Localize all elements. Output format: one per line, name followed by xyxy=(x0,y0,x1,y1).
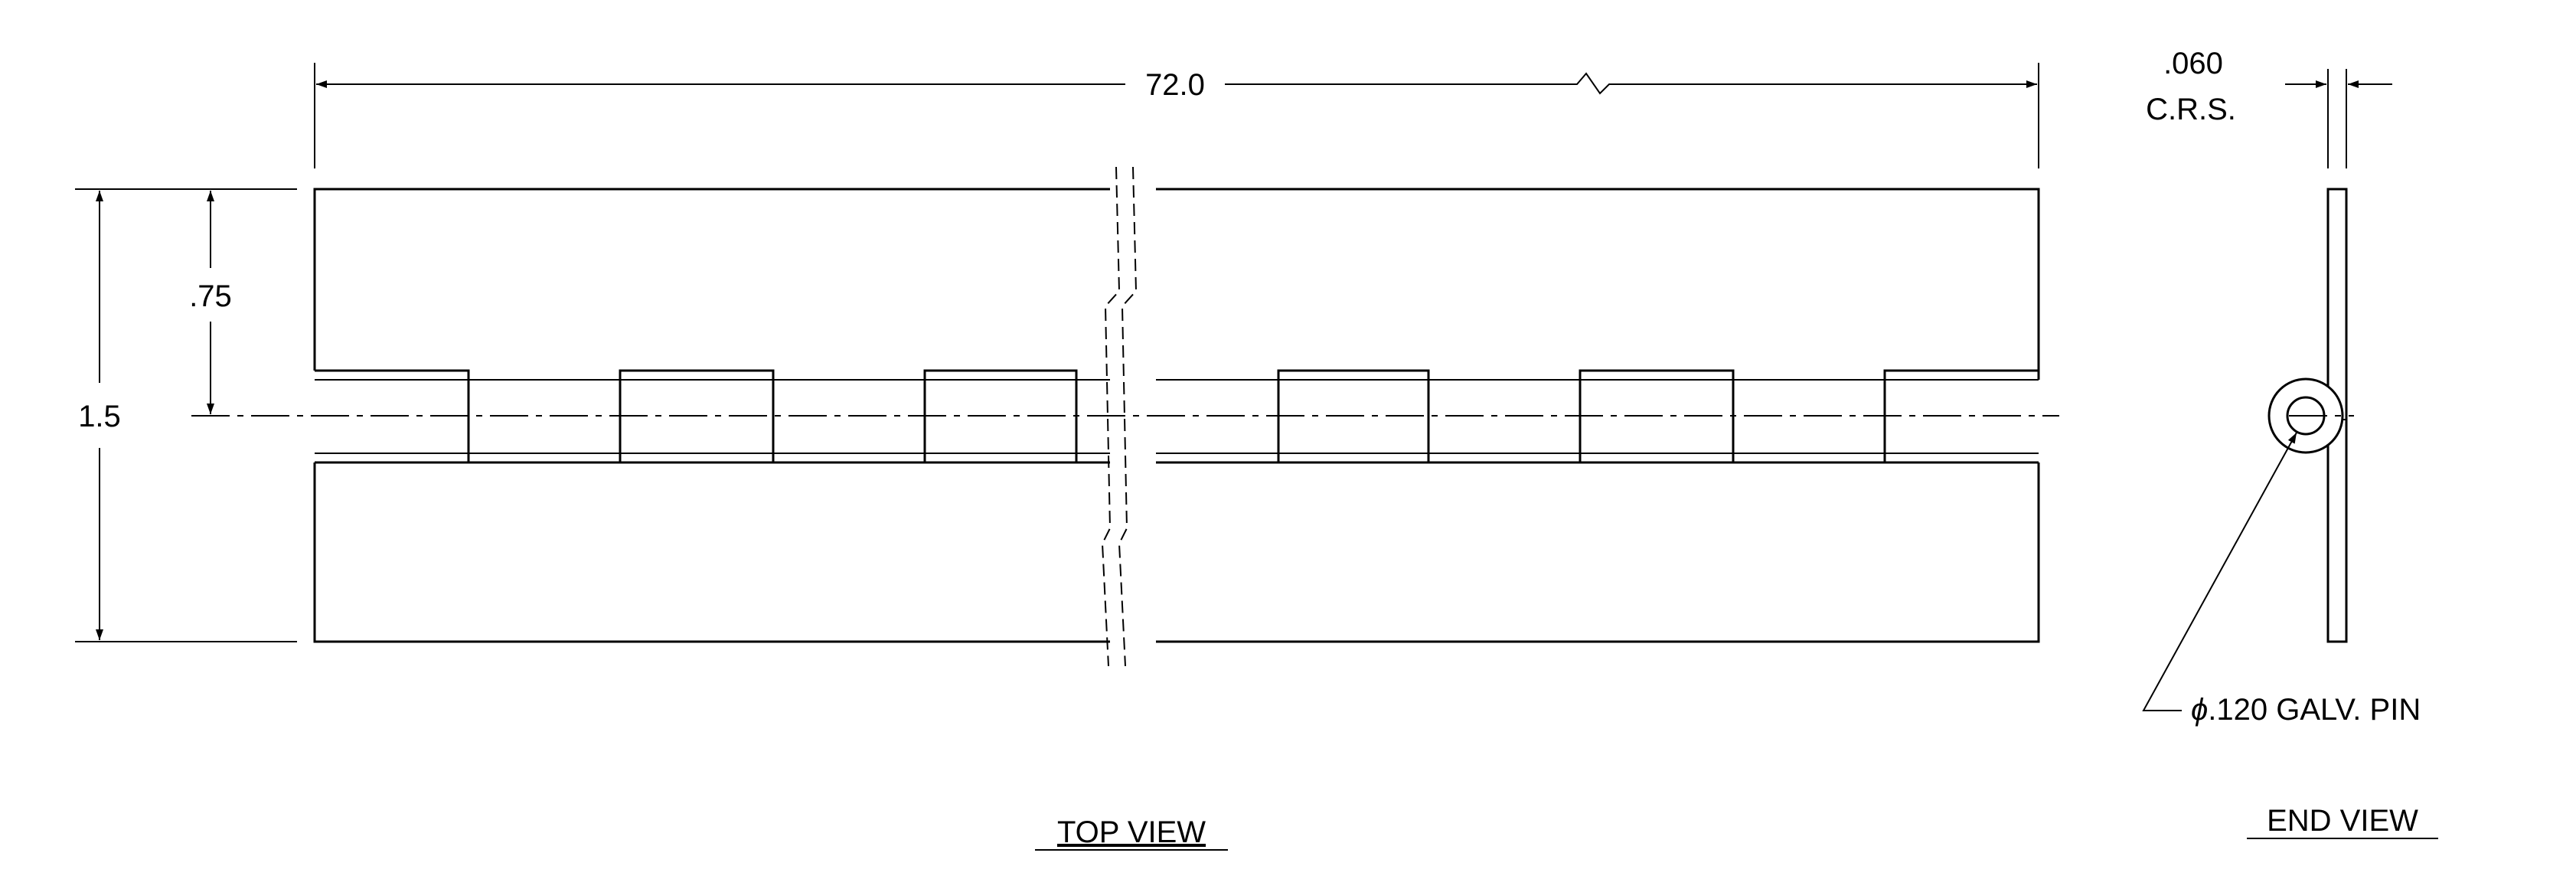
end-view-title: END VIEW xyxy=(2267,804,2418,838)
thickness-material-text: C.R.S. xyxy=(2146,93,2236,126)
thickness-value-text: .060 xyxy=(2163,47,2223,80)
bottom-leaf-outline xyxy=(313,462,2040,643)
half-width-dimension-text: .75 xyxy=(189,279,232,313)
top-view-title: TOP VIEW xyxy=(1057,815,1206,849)
diameter-symbol-icon: ϕ xyxy=(2191,693,2208,727)
length-dim-line-right xyxy=(1225,72,2037,95)
pin-callout-text: ϕ.120 GALV. PIN xyxy=(2191,693,2421,727)
end-view: .060 C.R.S. ϕ.120 GALV. PIN END VIEW xyxy=(2142,47,2438,839)
top-view: 72.0 1.5 .75 TOP VIEW xyxy=(75,63,2059,851)
top-leaf-outline xyxy=(313,188,2040,380)
length-dimension-text: 72.0 xyxy=(1145,68,1205,102)
break-line-left xyxy=(1101,166,1121,667)
pin-leader-line xyxy=(2142,432,2297,711)
pin-callout-label: .120 GALV. PIN xyxy=(2208,693,2421,727)
break-line-right xyxy=(1118,166,1138,667)
width-dimension-text: 1.5 xyxy=(78,400,121,433)
